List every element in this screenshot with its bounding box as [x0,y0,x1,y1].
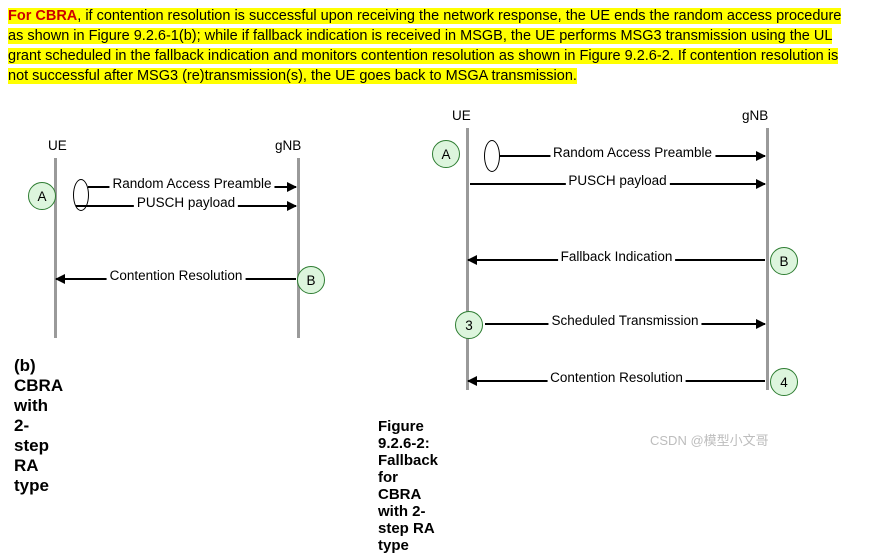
left-diagram-caption: (b) CBRA with 2-step RA type [14,356,63,495]
left-arrow-contention-resolution: Contention Resolution [55,268,296,286]
left-gnb-lifeline [297,158,300,338]
right-arrow-label-1: PUSCH payload [565,173,670,188]
left-bubble-b: B [297,266,325,294]
highlighted-paragraph: For CBRA, if contention resolution is su… [8,6,860,86]
left-arrow-label-1: PUSCH payload [133,195,239,210]
left-arrow-label-2: Contention Resolution [106,268,246,283]
left-preamble-ellipse [73,179,89,211]
right-arrow-label-0: Random Access Preamble [549,145,716,160]
left-gnb-label: gNB [275,138,302,153]
right-gnb-lifeline [766,128,769,390]
right-arrow-random-access-preamble: Random Access Preamble [500,145,766,163]
right-ue-label: UE [452,108,471,123]
paragraph-lead: For CBRA [8,8,78,24]
watermark: CSDN @模型小文哥 [650,433,769,448]
right-diagram-caption: Figure 9.2.6-2: Fallback for CBRA with 2… [378,418,439,554]
right-arrow-label-3: Scheduled Transmission [548,313,702,328]
right-arrow-label-2: Fallback Indication [557,249,676,264]
left-ue-label: UE [48,138,67,153]
left-ue-lifeline [54,158,57,338]
right-bubble-a: A [432,140,460,168]
left-arrow-label-0: Random Access Preamble [109,176,275,191]
left-arrow-random-access-preamble: Random Access Preamble [88,176,297,194]
left-bubble-a: A [28,182,56,210]
right-bubble-4: 4 [770,368,798,396]
right-arrow-pusch-payload: PUSCH payload [470,173,766,191]
right-arrow-label-4: Contention Resolution [547,370,686,385]
right-preamble-ellipse [484,140,500,172]
right-arrow-fallback-indication: Fallback Indication [467,249,765,267]
right-arrow-contention-resolution: Contention Resolution [467,370,765,388]
paragraph-body: , if contention resolution is successful… [8,8,842,84]
right-gnb-label: gNB [742,108,769,123]
right-bubble-b: B [770,247,798,275]
left-arrow-pusch-payload: PUSCH payload [76,195,297,213]
right-arrow-scheduled-transmission: Scheduled Transmission [485,313,766,331]
right-bubble-3: 3 [455,311,483,339]
